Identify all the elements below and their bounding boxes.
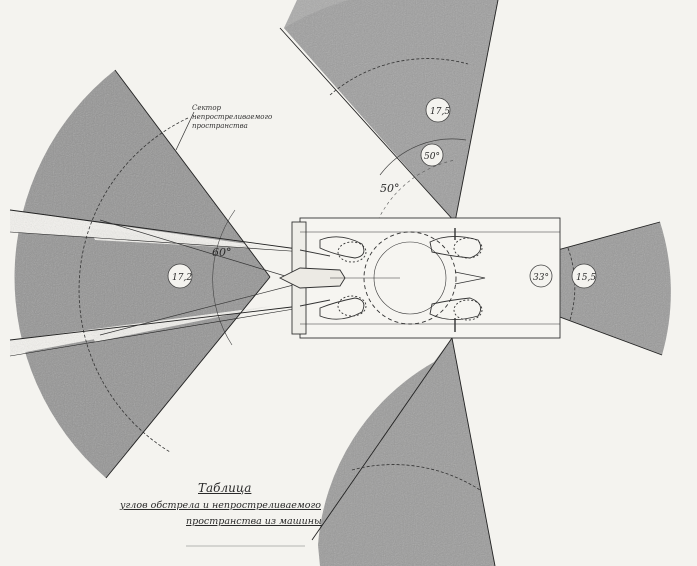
right-range-label-group: 15,5 [571,263,597,289]
bottom-firing-sector [318,338,495,566]
top-range-label-group: 17,5 [425,97,451,123]
left-range-arc [78,117,189,453]
top-range-label: 17,5 [430,107,450,117]
top-angle-label-group: 50° [420,143,444,167]
dead-angle-arc [377,159,456,221]
note-leader [175,111,195,151]
top-range-arc [329,58,469,96]
top-firing-sector [284,0,498,222]
dead-angle-label: 50° [380,182,400,195]
top-angle-label: 50° [424,152,440,162]
vehicle-plan [278,217,561,339]
right-firing-sector [455,222,671,355]
left-angle-label-group: 60° [212,246,232,259]
left-firing-sector [10,70,275,478]
right-range-label: 15,5 [576,273,596,283]
left-angle-label: 60° [212,246,232,259]
table-title: Таблица [198,481,252,495]
dead-zone-note: Сектор непростреливаемого пространства [192,104,273,130]
right-angle-label: 33° [533,273,549,283]
right-angle-label-group: 33° [529,264,553,288]
table-subtitle-line1: углов обстрела и непростреливаемого [120,500,321,511]
left-inner-arc [212,209,236,346]
table-subtitle-line2: пространства из машины [186,516,322,527]
left-range-label: 17,2 [172,273,192,283]
left-range-label-group: 17,2 [167,263,193,289]
